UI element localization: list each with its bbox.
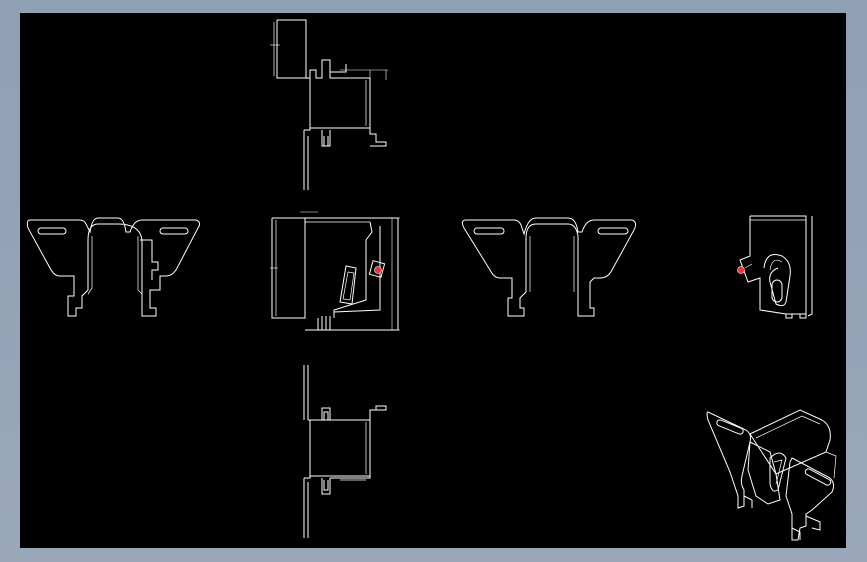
front-view: [270, 211, 400, 331]
cad-drawing: [26, 19, 837, 541]
left-side-view: [26, 217, 201, 317]
right-side-view: [461, 217, 637, 317]
rear-view: [737, 215, 813, 319]
top-view: [270, 19, 388, 190]
isometric-view: [706, 409, 837, 541]
bottom-view: [303, 365, 387, 538]
drawing-canvas[interactable]: [20, 13, 846, 548]
